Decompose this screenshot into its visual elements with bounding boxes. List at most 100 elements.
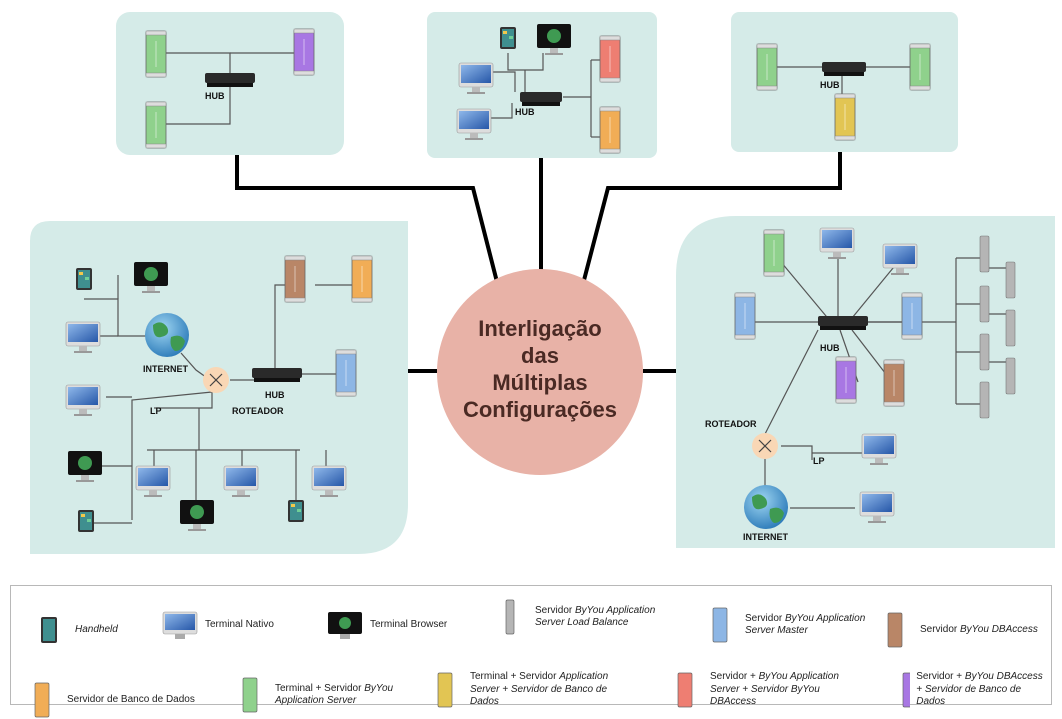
cable: [154, 392, 213, 409]
internet-label: INTERNET: [743, 532, 789, 542]
cable: [166, 52, 231, 125]
cable: [84, 298, 161, 337]
legend-item: Terminal Browser: [326, 606, 447, 644]
server-grey: [1005, 261, 1016, 299]
handheld-icon: [76, 268, 92, 290]
terminal-icon: [861, 433, 897, 465]
legend-orange-icon: [34, 682, 50, 718]
legend-text: Servidor ByYou Application Server Master: [745, 613, 875, 638]
legend-text-italic: ByYou DBAccess: [960, 623, 1038, 635]
internet-globe: [744, 485, 788, 529]
legend-brown-icon: [887, 612, 903, 648]
legend-item: Servidor ByYou Application Server Master: [701, 606, 875, 644]
cable: [486, 103, 513, 119]
legend-blue-icon: [712, 607, 728, 643]
server-green: [145, 30, 167, 78]
hub-icon: [822, 62, 866, 76]
legend-green-icon: [242, 677, 258, 713]
legend-text: Servidor de Banco de Dados: [67, 694, 195, 707]
hub-label: HUB: [205, 91, 225, 101]
legend-item: Servidor ByYou DBAccess: [876, 611, 1038, 649]
server-grey: [979, 235, 990, 273]
legend-item: Handheld: [31, 611, 118, 649]
legend-item: Servidor + ByYou DBAccess + Servidor de …: [891, 671, 1051, 709]
legend-text-plain: Servidor: [745, 612, 786, 624]
legend-text-plain: Servidor +: [916, 671, 965, 683]
handheld-icon: [288, 500, 304, 522]
legend-text: Terminal Nativo: [205, 619, 274, 632]
center-connector: [235, 155, 499, 283]
server-orange: [351, 255, 373, 303]
legend-text-plain: Servidor: [535, 604, 576, 616]
hub-icon: [520, 92, 562, 106]
terminal-icon: [458, 62, 494, 94]
terminal-browser-icon: [68, 451, 102, 482]
server-grey: [979, 381, 990, 419]
terminal-icon: [135, 465, 171, 497]
legend-text-italic: Handheld: [75, 623, 118, 635]
server-yellow: [834, 93, 856, 141]
legend-red-icon: [677, 672, 693, 708]
hub-icon: [818, 316, 868, 330]
legend-item: Servidor de Banco de Dados: [23, 681, 195, 719]
legend-browser-icon: [328, 612, 362, 639]
legend-grey-icon: [505, 599, 515, 635]
hub-label: HUB: [820, 343, 840, 353]
lp-label: LP: [150, 406, 162, 416]
legend-text-plain: Terminal + Servidor: [275, 682, 365, 694]
router-icon: [752, 433, 778, 459]
server-green: [145, 101, 167, 149]
legend-text: Handheld: [75, 624, 118, 637]
terminal-icon: [65, 384, 101, 416]
router-label: ROTEADOR: [232, 406, 284, 416]
terminal-icon: [311, 465, 347, 497]
handheld-icon: [78, 510, 94, 532]
terminal-icon: [882, 243, 918, 275]
internet-globe: [145, 313, 189, 357]
terminal-icon: [223, 465, 259, 497]
legend-text-plain: Servidor de Banco de Dados: [67, 693, 195, 705]
hub-icon: [205, 73, 255, 87]
legend-item: Servidor ByYou Application Server Load B…: [491, 598, 665, 636]
panel-top-right: [731, 12, 958, 152]
server-orange: [599, 106, 621, 154]
server-brown: [284, 255, 306, 303]
server-grey: [1005, 357, 1016, 395]
server-grey: [979, 285, 990, 323]
legend-text-plain: Servidor: [920, 623, 961, 635]
hub-label: HUB: [265, 390, 285, 400]
terminal-icon: [859, 491, 895, 523]
server-purple: [835, 356, 857, 404]
server-green: [763, 229, 785, 277]
server-purple: [293, 28, 315, 76]
center-bubble: [437, 269, 643, 475]
legend-text-italic: ByYou DBAccess + Servidor de Banco de Da…: [916, 671, 1043, 708]
handheld-icon: [500, 27, 516, 49]
server-red: [599, 35, 621, 83]
legend-item: Servidor + ByYou Application Server + Se…: [666, 671, 860, 709]
lp-label: LP: [813, 456, 825, 466]
server-green: [756, 43, 778, 91]
hub-label: HUB: [515, 107, 535, 117]
cable: [780, 261, 832, 323]
server-green: [909, 43, 931, 91]
terminal-browser-icon: [537, 24, 571, 55]
server-grey: [1005, 309, 1016, 347]
legend-item: Terminal Nativo: [161, 606, 274, 644]
panel-right: [676, 216, 1055, 548]
cable: [781, 445, 813, 460]
hub-icon: [252, 368, 302, 382]
legend-text: Servidor ByYou DBAccess: [920, 624, 1038, 637]
legend-text-italic: ByYou Application Server Load Balance: [535, 604, 656, 629]
legend-text-plain: Terminal Nativo: [205, 618, 274, 630]
legend-yellow-icon: [437, 672, 453, 708]
legend-text-plain: Terminal + Servidor: [470, 671, 560, 683]
center-connector: [581, 152, 842, 285]
internet-label: INTERNET: [143, 364, 189, 374]
terminal-icon: [456, 108, 492, 140]
cable: [851, 261, 899, 319]
terminal-browser-icon: [134, 262, 168, 293]
server-blue: [734, 292, 756, 340]
